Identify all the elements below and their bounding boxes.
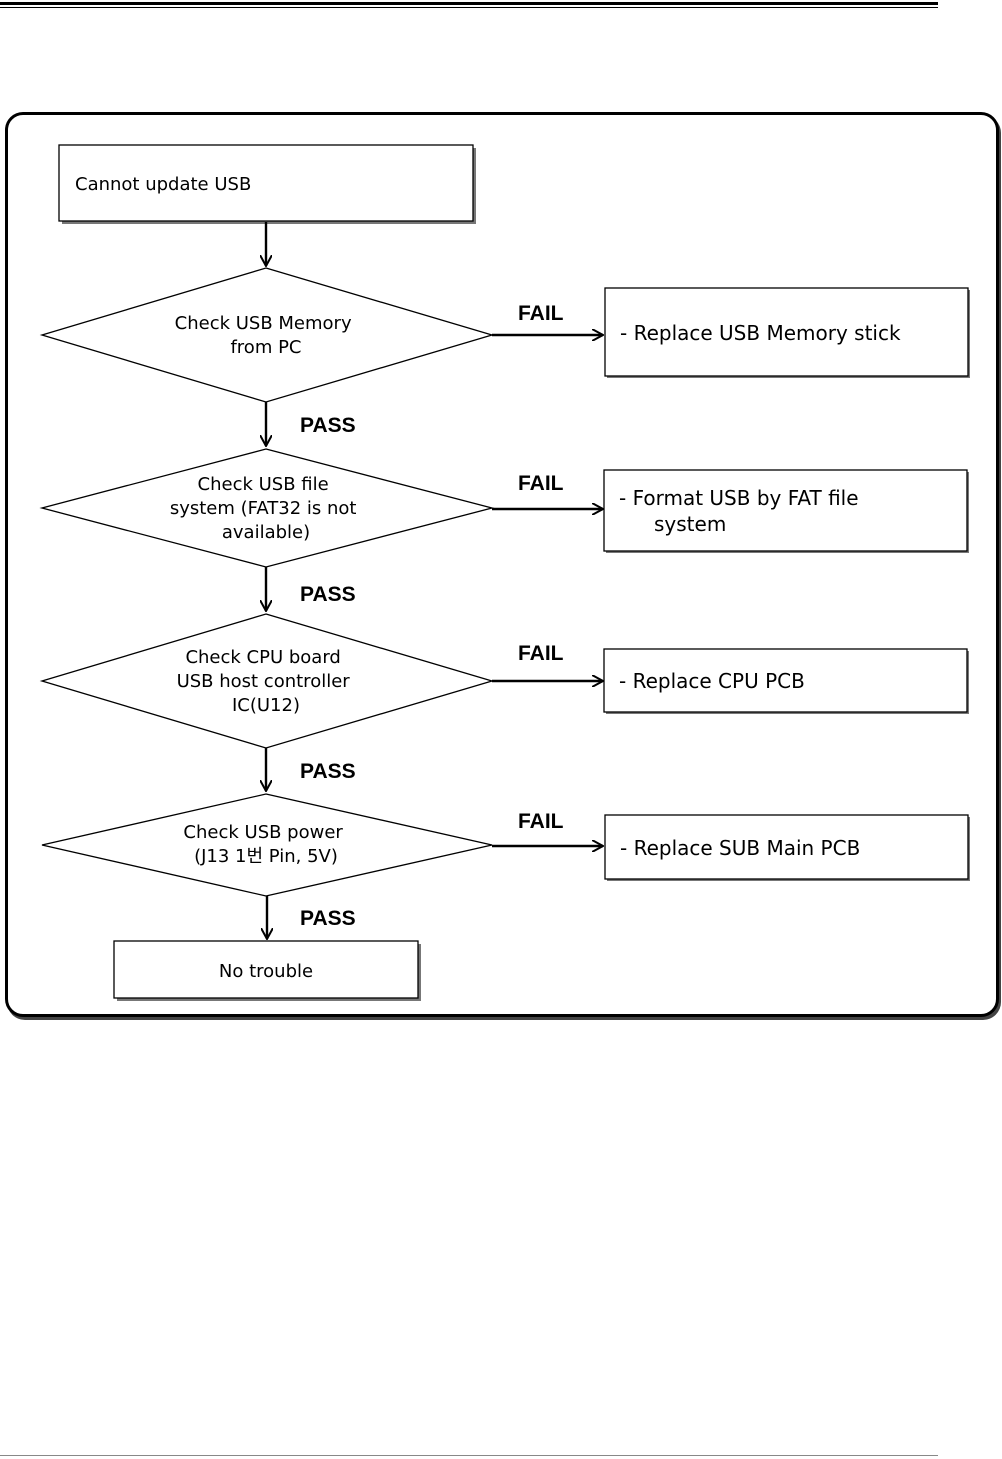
- decision-usb-file-system: Check USB file system (FAT32 is not avai…: [39, 448, 495, 568]
- fail-label: FAIL: [518, 302, 564, 325]
- action-label: - Replace SUB Main PCB: [620, 836, 860, 860]
- action-replace-sub-main-pcb: - Replace SUB Main PCB: [604, 814, 970, 881]
- pass-label: PASS: [300, 907, 356, 930]
- footer-rule: [0, 1455, 938, 1456]
- pass-label: PASS: [300, 583, 356, 606]
- action-label: - Replace USB Memory stick: [620, 321, 901, 345]
- decision-cpu-usb-host-controller-label: Check CPU board USB host controller IC(U…: [177, 647, 356, 716]
- decision-usb-memory: Check USB Memory from PC: [39, 267, 495, 403]
- action-label: - Format USB by FAT file: [619, 486, 859, 510]
- pass-label: PASS: [300, 414, 356, 437]
- header-rule-thin: [0, 7, 938, 8]
- end-box: No trouble: [113, 940, 421, 1001]
- header-rule: [0, 2, 938, 5]
- action-label: system: [654, 512, 726, 536]
- decision-usb-file-system-label: Check USB file system (FAT32 is not avai…: [170, 474, 362, 543]
- fail-label: FAIL: [518, 472, 564, 495]
- action-label: - Replace CPU PCB: [619, 669, 805, 693]
- action-replace-cpu-pcb: - Replace CPU PCB: [603, 648, 969, 714]
- action-replace-usb-memory: - Replace USB Memory stick: [604, 287, 970, 378]
- start-box: Cannot update USB: [58, 144, 476, 224]
- decision-usb-power-label: Check USB power (J13 1번 Pin, 5V): [183, 822, 348, 867]
- decision-cpu-usb-host-controller: Check CPU board USB host controller IC(U…: [39, 613, 495, 749]
- pass-label: PASS: [300, 760, 356, 783]
- decision-usb-memory-label: Check USB Memory from PC: [175, 313, 358, 358]
- decision-usb-power: Check USB power (J13 1번 Pin, 5V): [41, 793, 493, 897]
- start-box-label: Cannot update USB: [75, 174, 251, 195]
- end-box-label: No trouble: [219, 961, 313, 982]
- fail-label: FAIL: [518, 810, 564, 833]
- fail-label: FAIL: [518, 642, 564, 665]
- action-format-usb: - Format USB by FAT file system: [603, 469, 969, 553]
